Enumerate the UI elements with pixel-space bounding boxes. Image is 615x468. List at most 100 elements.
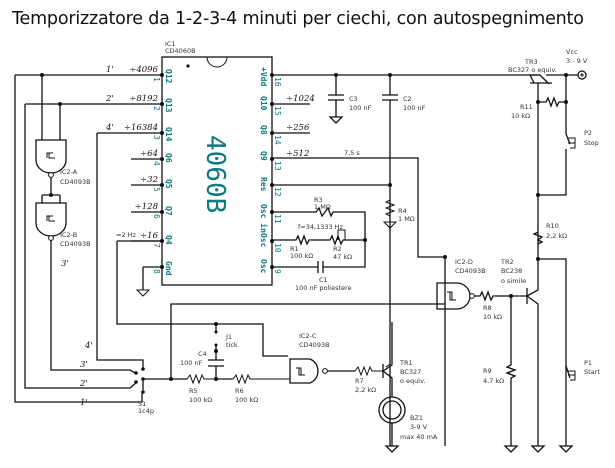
vcc-value: 3 - 9 V [566, 57, 588, 65]
tr1-ref: TR1 [399, 359, 413, 367]
diagram-title: Temporizzatore da 1-2-3-4 minuti per cie… [12, 9, 584, 29]
r9-value: 4.7 kΩ [483, 377, 504, 385]
q9-time-note: 7,5 s [344, 149, 360, 157]
c2-ref: C2 [403, 95, 412, 103]
c3-capacitor [328, 75, 344, 124]
pin-number: 14 [273, 135, 282, 145]
pin-number: 8 [152, 269, 161, 274]
c3-value: 100 nF [349, 104, 372, 112]
pin-number: 16 [273, 77, 282, 87]
pin-number: 1 [152, 77, 161, 82]
pin-name: Q14 [164, 127, 173, 142]
ic2a-part: CD4093B [60, 178, 91, 186]
gate-ic2b: IC2-B CD4093B 3' [35, 202, 91, 269]
vcc-terminal-icon [577, 70, 587, 80]
s1-pos-2: 2' [79, 379, 88, 389]
p2-ref: P2 [584, 129, 592, 137]
osc-frequency: f=34,1333 Hz [298, 223, 344, 231]
gate-ic2a: IC2-A CD4093B [35, 139, 91, 186]
ic1-pin-4: Q64÷64 [131, 149, 173, 166]
ic1-body-label: 4060B [200, 135, 230, 213]
tr1-note: o equiv. [400, 377, 426, 385]
r5-ref: R5 [189, 387, 198, 395]
pin-divider: ÷4096 [129, 65, 158, 75]
tr2-part: BC238 [501, 267, 522, 275]
c4-capacitor [208, 352, 224, 379]
c3-ref: C3 [349, 95, 358, 103]
gate-ic2c: IC2-C CD4093B R7 2,2 kΩ [289, 332, 383, 394]
pin-divider: ÷16384 [124, 123, 158, 133]
pin-name: Osc in [259, 204, 269, 233]
r6-value: 100 kΩ [235, 396, 258, 404]
r8-value: 10 kΩ [483, 313, 502, 321]
pin-name: Q13 [164, 98, 173, 113]
pin-time: 1' [106, 65, 114, 75]
ic2b-ref: IC2-B [60, 231, 77, 239]
ic1-pin1-marker [186, 64, 190, 68]
switch-s1[interactable]: 4' 3' 2' 1' S1 1c4p [79, 341, 154, 415]
ic1-pin-16: +Vdd 16 [259, 67, 282, 87]
pin-number: 13 [273, 161, 282, 171]
r1-ref: R1 [290, 245, 299, 253]
pin-divider: ÷1024 [286, 94, 315, 104]
r8-resistor [474, 290, 527, 302]
power-section: TR3 BC327 o equiv. Vcc 3 - 9 V R11 10 kΩ… [508, 48, 599, 196]
s1-pos-1: 1' [80, 398, 88, 408]
ic2d-part: CD4093B [455, 267, 486, 275]
r8-ref: R8 [483, 304, 492, 312]
ic1-pin-7: Q47÷16≈2 Hz [116, 231, 173, 248]
p1-start-button[interactable]: P1 Start [565, 359, 600, 381]
p1-label: Start [584, 368, 600, 376]
pin-divider: ÷512 [286, 149, 309, 159]
pin-name: Q12 [164, 69, 173, 84]
pin-divider: ÷32 [140, 175, 158, 185]
ic1-notch [206, 56, 228, 68]
pin-divider: ÷16 [140, 231, 159, 241]
pin-name: +Vdd [259, 67, 268, 86]
c4-ref: C4 [198, 350, 207, 358]
pin-name: Q5 [164, 179, 173, 189]
r11-value: 10 kΩ [511, 112, 530, 120]
pin-number: 7 [152, 243, 161, 248]
ic1-right-wiring: C3 100 nF C2 100 nF 7,5 s R4 1 MΩ R3 1 M… [272, 73, 540, 446]
ic1: IC1 CD4060B 4060B [161, 40, 273, 286]
pin-number: 11 [273, 214, 282, 224]
gate-ic2d: IC2-D CD4093B R8 10 kΩ R9 4.7 kΩ TR2 BC2… [436, 193, 574, 453]
s1-pos-4: 4' [84, 341, 93, 351]
gate-b-output-label: 3' [61, 259, 69, 269]
ic1-part: CD4060B [165, 47, 196, 55]
ic1-pin-6: Q76÷128 [131, 202, 173, 219]
r4-ref: R4 [398, 207, 407, 215]
ic2b-part: CD4093B [60, 240, 91, 248]
r3-ref: R3 [314, 196, 323, 204]
r10-ref: R10 [546, 222, 559, 230]
c2-value: 100 nF [403, 104, 426, 112]
tr1-part: BC327 [400, 368, 421, 376]
r1-value: 100 kΩ [290, 252, 313, 260]
pin-divider: ÷256 [286, 123, 310, 133]
r11-resistor [538, 96, 566, 108]
p2-stop-button [538, 75, 571, 196]
ic2a-ref: IC2-A [60, 168, 78, 176]
c2-capacitor [382, 75, 398, 446]
bz1-note: max 40 mA [400, 433, 438, 441]
c4-value: 100 nF [180, 359, 203, 367]
bz1-value: 3-9 V [410, 423, 428, 431]
r4-resistor [382, 199, 398, 229]
pin-number: 15 [273, 106, 282, 116]
pin-number: 6 [152, 214, 161, 219]
pin-name: Gnd [164, 261, 173, 276]
p1-ref: P1 [584, 359, 592, 367]
r4-value: 1 MΩ [398, 215, 415, 223]
r7-value: 2,2 kΩ [355, 386, 376, 394]
r11-ref: R11 [520, 103, 533, 111]
pin-number: 9 [273, 269, 282, 274]
pin-name: Q7 [164, 206, 173, 216]
c1-ref: C1 [319, 276, 328, 284]
